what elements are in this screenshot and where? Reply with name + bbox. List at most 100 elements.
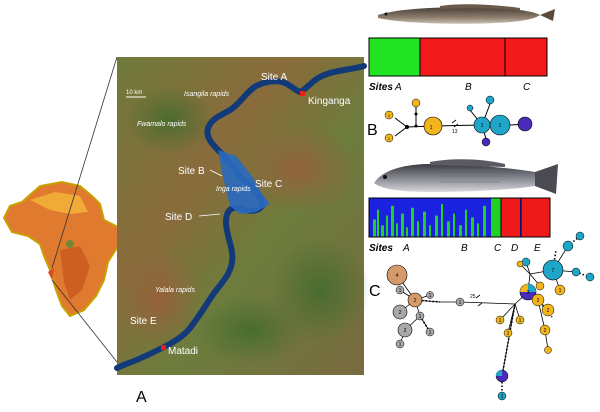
site-label-bottom-e: E xyxy=(534,243,541,254)
structure-bottom-site-d-bar xyxy=(501,198,520,237)
structure-bottom-individual-bar xyxy=(441,203,443,237)
haplotype-c-teal-3 xyxy=(575,231,585,241)
town-kinganga: Kinganga xyxy=(308,96,351,107)
haplotype-c-count: 3 xyxy=(527,290,530,296)
panel-label-a: A xyxy=(136,389,147,406)
site-label-bottom-a: A xyxy=(402,243,410,254)
structure-bottom-individual-bar xyxy=(453,213,455,237)
haplotype-network-b: 13 1 1 1 1 1 xyxy=(384,95,533,147)
haplotype-c-tan-2 xyxy=(407,292,423,308)
haplotype-c-count: 1 xyxy=(429,330,432,336)
structure-bottom-individual-bar xyxy=(391,205,394,237)
structure-top-site-a-bar xyxy=(369,38,420,76)
haplotype-b-count: 1 xyxy=(388,113,391,118)
scale-bar-label: 10 km xyxy=(126,90,142,96)
haplotype-c-teal-bottom xyxy=(497,391,507,401)
structure-bottom-individual-bar xyxy=(435,215,438,237)
haplotype-c-count: 2 xyxy=(414,298,417,304)
panel-label-c: C xyxy=(369,283,381,300)
haplotype-c-orange-5 xyxy=(539,324,551,336)
haplotype-c-count: 1 xyxy=(459,300,462,306)
haplotype-c-count: 2 xyxy=(404,328,407,334)
yalala-rapids-label: Yalala rapids xyxy=(155,287,195,294)
structure-bottom-individual-bar xyxy=(401,213,404,237)
structure-top-site-c-bar xyxy=(505,38,547,76)
haplotype-b-purple-2 xyxy=(517,116,533,132)
haplotype-c-grey-2 xyxy=(392,304,408,320)
haplotype-c-tan-large xyxy=(386,264,408,286)
town-matadi: Matadi xyxy=(168,346,198,357)
zoom-line-top xyxy=(51,56,118,269)
haplotype-c-orange-2 xyxy=(531,293,545,307)
structure-bottom-individual-bar xyxy=(396,223,398,237)
haplotype-c-count: 1 xyxy=(499,318,502,324)
haplotype-c-count: 1 xyxy=(507,331,510,337)
haplotype-c-orange-6 xyxy=(544,346,552,354)
matadi-marker xyxy=(161,345,166,350)
africa-map xyxy=(2,180,126,318)
satellite-map: 10 km Kinganga Matadi Site A Site B Site… xyxy=(114,57,370,375)
haplotype-c-count: 1 xyxy=(429,293,432,299)
haplotype-c-grey-4 xyxy=(415,311,425,321)
structure-bottom-individual-bar xyxy=(423,211,426,237)
haplotype-c-count: 2 xyxy=(544,328,547,334)
haplotype-c-count: 2 xyxy=(547,308,550,314)
haplotype-c-teal-5 xyxy=(571,267,581,277)
haplotype-c-teal-4 xyxy=(585,272,595,282)
haplotype-c-grey-7 xyxy=(395,339,405,349)
structure-bottom-individual-bars xyxy=(373,203,486,237)
structure-bottom-individual-bar xyxy=(447,221,450,237)
haplotype-c-grey-1 xyxy=(395,285,405,295)
site-label-top-c: C xyxy=(523,82,531,93)
structure-bottom-individual-bar xyxy=(373,219,376,237)
haplotype-b-orange-3 xyxy=(411,98,421,108)
haplotype-c-count: 1 xyxy=(501,394,504,400)
site-label-bottom-b: B xyxy=(461,243,468,254)
site-a-label: Site A xyxy=(261,72,287,83)
structure-bottom-individual-bar xyxy=(483,205,486,237)
haplotype-b-teal-main xyxy=(489,114,511,136)
site-b-label: Site B xyxy=(178,166,205,177)
haplotype-c-count: 7 xyxy=(552,268,555,274)
zoom-line-bottom xyxy=(51,279,118,363)
haplotype-b-orange-1 xyxy=(384,110,394,120)
haplotype-network-c: 25 4 xyxy=(386,231,595,401)
haplotype-c-orange-10 xyxy=(516,260,524,268)
haplotype-b-main-orange xyxy=(423,116,443,136)
haplotype-b-count: 1 xyxy=(499,123,502,129)
structure-bottom-individual-bar xyxy=(417,221,419,237)
structure-bottom-site-c-bar xyxy=(491,198,501,237)
haplotype-c-count: 4 xyxy=(396,273,399,279)
haplotype-c-count: 1 xyxy=(399,288,402,294)
inga-reservoir xyxy=(218,150,270,214)
site-label-bottom-c: C xyxy=(494,243,502,254)
structure-bottom-individual-bar xyxy=(377,209,379,237)
haplotype-c-teal-main xyxy=(542,259,564,281)
structure-bottom-individual-bar xyxy=(406,227,408,237)
haplotype-c-count: 2 xyxy=(399,310,402,316)
site-e-label: Site E xyxy=(130,316,157,327)
structure-bottom-individual-bar xyxy=(465,209,467,237)
network-c-step-label: 25 xyxy=(470,294,476,300)
haplotype-b-teal-2 xyxy=(485,95,495,105)
haplotype-c-count: 1 xyxy=(519,318,522,324)
haplotype-c-orange-8 xyxy=(503,328,513,338)
kinganga-marker xyxy=(300,91,305,96)
haplotype-c-grey-3 xyxy=(426,291,434,299)
panel-label-b: B xyxy=(367,122,378,139)
site-label-top-a: A xyxy=(394,82,402,93)
fwamalo-rapids-label: Fwamalo rapids xyxy=(137,121,187,128)
site-label-top-b: B xyxy=(465,82,472,93)
structure-bottom-site-e-bar xyxy=(521,198,550,237)
structure-top-site-b-bar xyxy=(420,38,505,76)
site-c-label: Site C xyxy=(255,179,282,190)
haplotype-c-teal-1 xyxy=(521,257,531,267)
sites-label-bottom: Sites xyxy=(369,243,393,254)
fish-photo-bottom xyxy=(374,159,558,194)
haplotype-c-count: 2 xyxy=(537,298,540,304)
sites-label-top: Sites xyxy=(369,82,393,93)
site-d-label: Site D xyxy=(165,212,192,223)
structure-bottom-individual-bar xyxy=(477,223,479,237)
structure-bottom-individual-bar xyxy=(471,217,474,237)
haplotype-c-orange-3 xyxy=(554,284,566,296)
